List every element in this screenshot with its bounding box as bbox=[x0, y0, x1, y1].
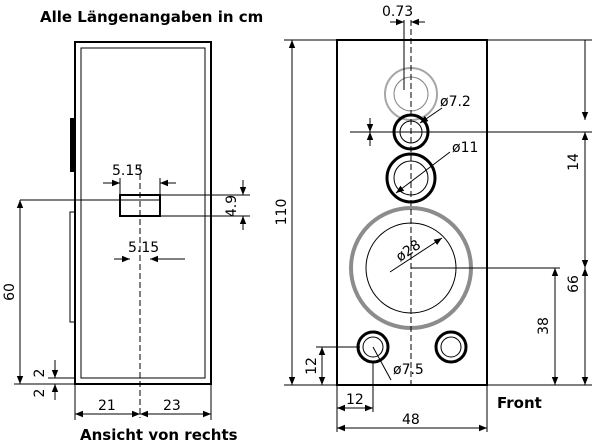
side-view-caption: Ansicht von rechts bbox=[80, 426, 238, 444]
side-cabinet-inner bbox=[80, 47, 206, 379]
dim-port-center-height: 60 bbox=[2, 283, 18, 301]
dim-port-diameter: ø7.5 bbox=[393, 362, 424, 378]
dim-port-center-offset: 12 bbox=[346, 392, 364, 408]
dim-woofer-center-height: 38 bbox=[536, 317, 552, 335]
dim-front-height: 110 bbox=[274, 199, 290, 226]
dim-front-width: 48 bbox=[402, 412, 420, 428]
side-driver-flange bbox=[70, 118, 75, 172]
dim-offset: 0.73 bbox=[382, 4, 413, 20]
side-port-tube bbox=[119, 194, 161, 217]
side-woofer-flange bbox=[69, 211, 76, 323]
dim-port-width-bottom: 5.15 bbox=[128, 240, 159, 256]
upper-driver-outline bbox=[384, 67, 438, 121]
side-view: 5.15 5.15 4.9 60 2 2 21 23 Ansicht von r… bbox=[2, 41, 250, 444]
midrange-circle bbox=[385, 152, 437, 204]
dim-woofer-diameter: ø28 bbox=[393, 237, 424, 265]
units-note: Alle Längenangaben in cm bbox=[40, 8, 263, 26]
dim-port-center-height: 12 bbox=[304, 357, 320, 375]
port-right-circle bbox=[434, 330, 468, 364]
dim-tweeter-diameter: ø7.2 bbox=[440, 94, 471, 110]
dim-bottom-2-b: 2 bbox=[32, 389, 48, 398]
dim-bottom-2-a: 2 bbox=[32, 369, 48, 378]
dim-tweeter-from-top: 14 bbox=[566, 153, 582, 171]
front-cabinet-outline bbox=[336, 39, 488, 386]
side-cabinet-outline bbox=[74, 41, 212, 385]
dim-port-height: 4.9 bbox=[224, 195, 240, 217]
dim-depth-front: 21 bbox=[98, 398, 116, 414]
front-view: 0.73 ø7.2 ø11 ø28 ø7.5 110 bbox=[274, 4, 592, 432]
dim-port-width-top: 5.15 bbox=[112, 163, 143, 179]
front-view-caption: Front bbox=[497, 394, 542, 412]
dim-mid-diameter: ø11 bbox=[452, 140, 478, 156]
dim-woofer-center-from-top: 66 bbox=[566, 275, 582, 293]
dim-depth-rear: 23 bbox=[163, 398, 181, 414]
